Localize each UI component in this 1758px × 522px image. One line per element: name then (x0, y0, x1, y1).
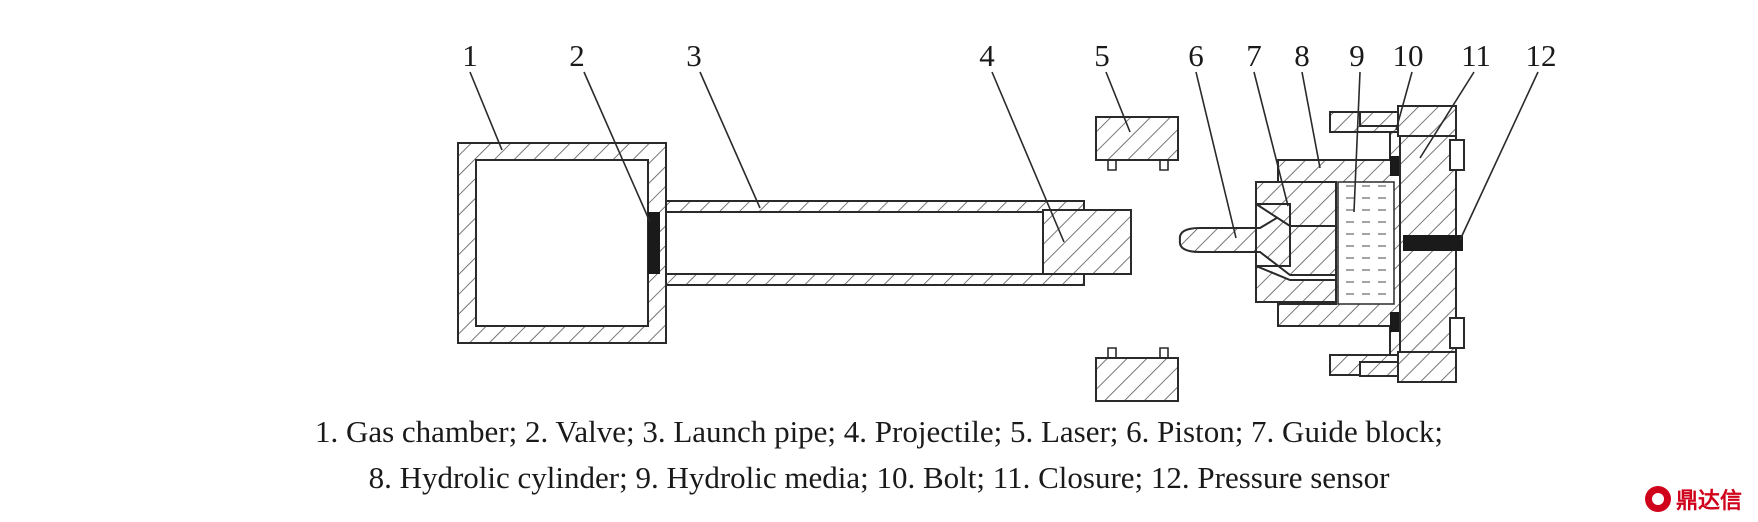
pressure-sensor (1403, 235, 1463, 251)
hydrolic-media (1337, 181, 1395, 305)
label-5: 5 (1094, 38, 1110, 73)
label-4: 4 (979, 38, 995, 73)
valve (648, 212, 660, 274)
label-6: 6 (1188, 38, 1204, 73)
gas-chamber (457, 142, 667, 344)
label-3: 3 (686, 38, 702, 73)
label-9: 9 (1349, 38, 1365, 73)
watermark-logo: 鼎达信 (1645, 486, 1742, 514)
label-1: 1 (462, 38, 478, 73)
label-11: 11 (1461, 38, 1491, 73)
guide-block (1255, 181, 1337, 303)
caption-line-1: 1. Gas chamber; 2. Valve; 3. Launch pipe… (314, 414, 1444, 449)
caption-line-2: 8. Hydrolic cylinder; 9. Hydrolic media;… (368, 460, 1390, 495)
label-8: 8 (1294, 38, 1310, 73)
svg-text:鼎达信: 鼎达信 (1676, 488, 1742, 514)
projectile (1042, 209, 1132, 275)
laser (1095, 116, 1179, 402)
label-12: 12 (1526, 38, 1557, 73)
part-numbers: 1 2 3 4 5 6 7 8 9 10 11 12 (462, 38, 1556, 73)
leader-lines (469, 71, 1539, 243)
label-2: 2 (569, 38, 585, 73)
label-7: 7 (1246, 38, 1262, 73)
label-10: 10 (1393, 38, 1424, 73)
launch-pipe (665, 200, 1085, 286)
